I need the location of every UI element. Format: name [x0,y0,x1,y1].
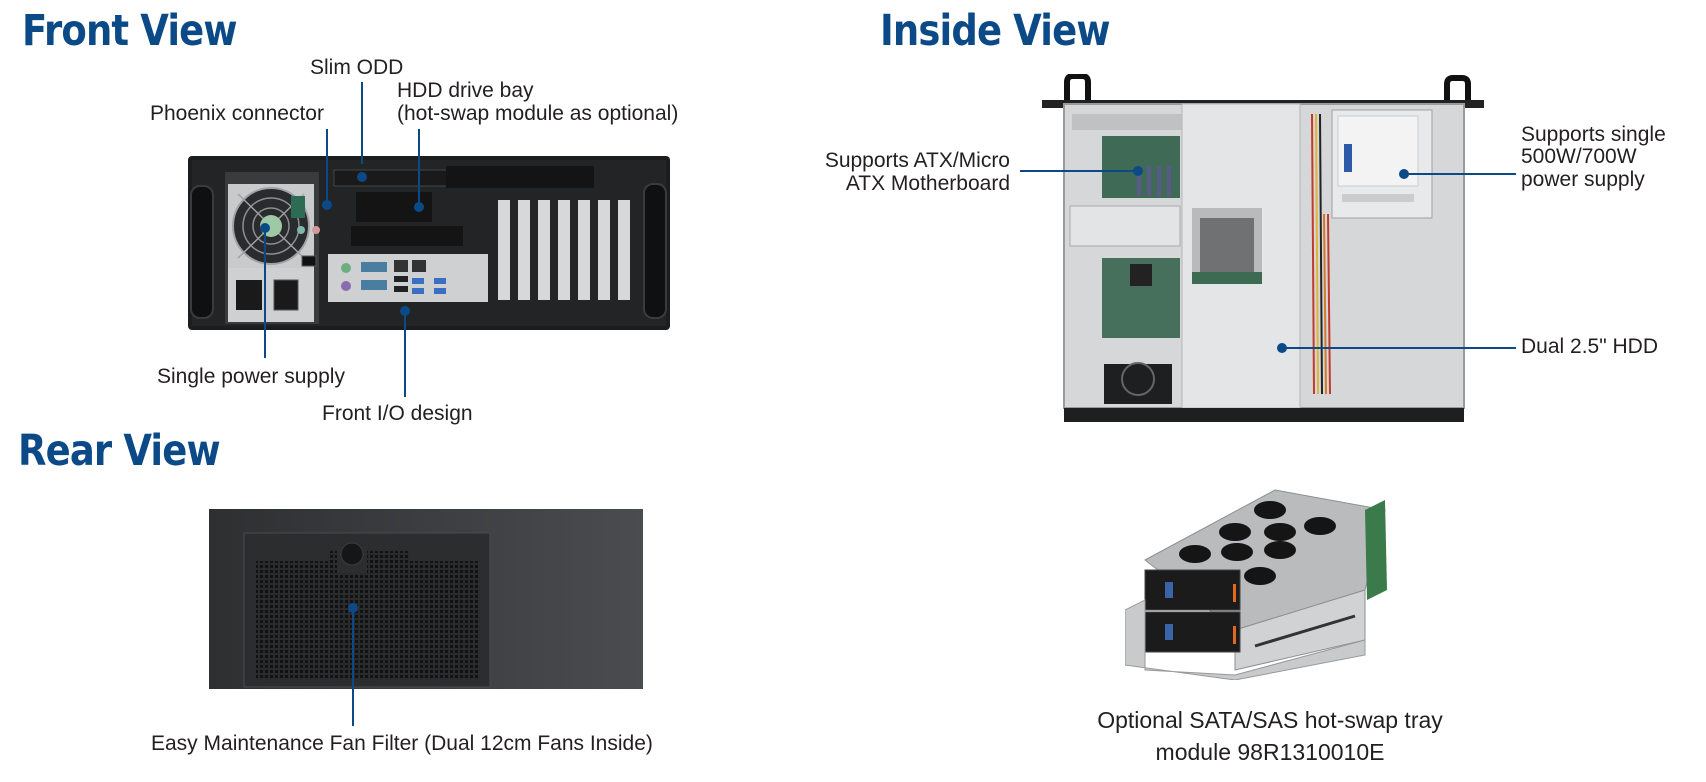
front-io-label: Front I/O design [322,402,473,425]
fan-filter-leader [352,608,354,726]
front-io-leader [404,311,406,397]
svg-text:ON OFF CH: ON OFF CH [283,186,311,192]
hdd-bay-label-line1: HDD drive bay [397,79,534,102]
motherboard-dot [1133,166,1143,176]
hdd-bay-label-line2: (hot-swap module as optional) [397,102,679,125]
fan-filter-dot [348,603,358,613]
hdd-bay-dot [414,202,424,212]
left-handle [190,185,214,319]
hdd-bay-leader [418,129,420,203]
single-power-supply-label: Single power supply [157,365,345,388]
tray-slot-1 [1144,569,1241,611]
motherboard-label-line2: ATX Motherboard [845,172,1010,195]
pci-slots [498,200,630,300]
motherboard-label-line1: Supports ATX/Micro [824,149,1010,172]
psu-label-line2: 500W/700W [1521,145,1637,168]
tray-caption-line1: Optional SATA/SAS hot-swap tray [1097,707,1443,733]
psu-dot [1399,169,1409,179]
dual-hdd-dot [1277,343,1287,353]
inside-view-title: Inside View [880,6,1110,56]
power-supply-dot [260,223,270,233]
front-view-title: Front View [22,6,238,56]
inside-chassis-image [1042,74,1484,422]
right-handle [643,183,667,319]
phoenix-connector-label: Phoenix connector [150,102,324,125]
filter-knob [340,542,364,566]
dual-hdd-label: Dual 2.5" HDD [1521,335,1659,358]
chassis-fan [1104,364,1172,404]
fan-filter-label: Easy Maintenance Fan Filter (Dual 12cm F… [151,732,653,755]
power-supply-leader [264,228,266,358]
front-io-panel [328,254,488,302]
phoenix-leader [326,129,328,203]
rear-view-title: Rear View [18,426,221,476]
psu-module [225,172,319,324]
slim-odd-dot [357,172,367,182]
tray-slot-2 [1144,611,1241,653]
motherboard-leader [1020,170,1137,172]
phoenix-dot [322,200,332,210]
slim-odd-bay [333,169,465,187]
rear-chassis-image [209,509,643,689]
hdd-bay-vent [351,192,463,246]
tray-caption-line2: module 98R1310010E [1155,739,1385,765]
slim-odd-leader [361,82,363,164]
dual-hdd-leader [1282,347,1516,349]
psu-leader [1404,173,1516,175]
front-io-dot [400,306,410,316]
psu-label-line1: Supports single [1521,123,1666,146]
front-chassis-image: ON OFF CH [188,156,670,330]
phoenix-connector [291,196,305,218]
slim-odd-label: Slim ODD [310,56,404,79]
hot-swap-tray-image [1125,489,1387,680]
psu-label-line3: power supply [1521,168,1645,191]
